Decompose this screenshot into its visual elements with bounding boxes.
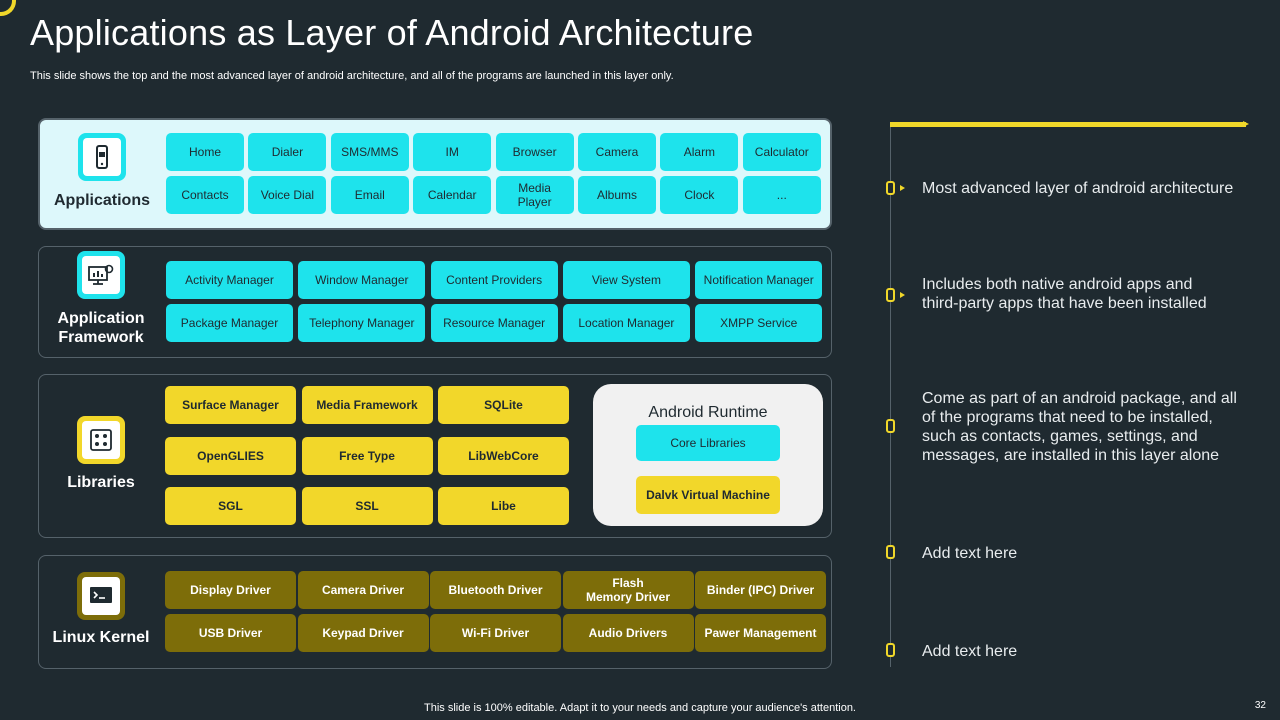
applications-label: Applications — [53, 192, 150, 209]
component-box: USB Driver — [165, 614, 296, 652]
terminal-icon — [77, 572, 125, 620]
point-text: Add text here — [922, 643, 1018, 660]
component-box: Bluetooth Driver — [430, 571, 561, 609]
timeline-marker — [886, 181, 895, 195]
component-box: Content Providers — [430, 261, 558, 299]
monitor-settings-icon — [77, 251, 125, 299]
component-box: Dialer — [248, 133, 327, 171]
marker-arrow-icon — [900, 292, 905, 298]
accent-bar — [890, 122, 1246, 127]
marker-arrow-icon — [900, 185, 905, 191]
android-runtime-title: Android Runtime — [648, 404, 768, 421]
component-box: Camera — [578, 133, 656, 171]
component-box: Resource Manager — [430, 304, 558, 342]
libraries-label: Libraries — [67, 474, 135, 491]
component-box: Calculator — [742, 133, 821, 171]
component-box: Albums — [578, 176, 656, 214]
component-box: Location Manager — [562, 304, 690, 342]
component-box: SGL — [165, 487, 296, 525]
component-box: Wi-Fi Driver — [430, 614, 561, 652]
dalvik-vm-box: Dalvk Virtual Machine — [636, 476, 780, 514]
point-text: Add text here — [922, 545, 1018, 562]
kernel-label: Linux Kernel — [52, 629, 150, 646]
component-box: Contacts — [166, 176, 244, 214]
component-box: Libe — [438, 487, 569, 525]
timeline-marker — [886, 419, 895, 433]
component-box: IM — [413, 133, 492, 171]
accent-bar-tip — [1243, 121, 1249, 127]
component-box: Surface Manager — [165, 386, 296, 424]
component-box: Telephony Manager — [298, 304, 426, 342]
framework-label: Application Framework — [39, 309, 163, 347]
footer-note: This slide is 100% editable. Adapt it to… — [424, 702, 856, 714]
component-box: LibWebCore — [438, 436, 569, 475]
page-number: 32 — [1254, 700, 1266, 711]
framework-label-line1: Application — [57, 310, 145, 327]
component-box: Camera Driver — [297, 571, 429, 609]
component-box: SMS/MMS — [330, 133, 409, 171]
component-box: Activity Manager — [166, 261, 293, 299]
component-box: Media Framework — [301, 386, 433, 424]
component-box: Alarm — [660, 133, 739, 171]
component-box: Free Type — [301, 436, 433, 475]
timeline-marker — [886, 545, 895, 559]
component-box: OpenGLIES — [165, 436, 296, 475]
page-subtitle: This slide shows the top and the most ad… — [30, 70, 674, 82]
library-grid-icon — [77, 416, 125, 464]
component-box: Voice Dial — [248, 176, 327, 214]
component-box: Calendar — [413, 176, 492, 214]
page-title: Applications as Layer of Android Archite… — [30, 12, 754, 53]
corner-decoration — [0, 0, 16, 16]
component-box: Email — [330, 176, 409, 214]
timeline-line — [890, 127, 891, 667]
framework-label-line2: Framework — [58, 329, 144, 346]
point-text: Most advanced layer of android architect… — [922, 180, 1234, 197]
component-box: XMPP Service — [695, 304, 823, 342]
component-box: Audio Drivers — [562, 614, 694, 652]
component-box: Pawer Management — [695, 614, 826, 652]
component-box: Clock — [660, 176, 739, 214]
point-text: Includes both native android apps and th… — [922, 276, 1207, 312]
component-box: SQLite — [438, 386, 569, 424]
component-box: Browser — [495, 133, 574, 171]
timeline-marker — [886, 643, 895, 657]
component-box: Display Driver — [165, 571, 296, 609]
core-libraries-box: Core Libraries — [636, 425, 780, 461]
component-box: SSL — [301, 487, 433, 525]
component-box: Binder (IPC) Driver — [695, 571, 826, 609]
component-box: Window Manager — [298, 261, 426, 299]
component-box: Home — [166, 133, 244, 171]
component-box: View System — [562, 261, 690, 299]
android-runtime-panel: Android Runtime Core Libraries Dalvk Vir… — [593, 384, 823, 526]
component-box: ... — [742, 176, 821, 214]
component-box: Notification Manager — [695, 261, 823, 299]
point-text: Come as part of an android package, and … — [922, 390, 1237, 464]
smartphone-icon — [78, 133, 126, 181]
component-box: Keypad Driver — [297, 614, 429, 652]
component-box: Package Manager — [166, 304, 293, 342]
timeline-marker — [886, 288, 895, 302]
